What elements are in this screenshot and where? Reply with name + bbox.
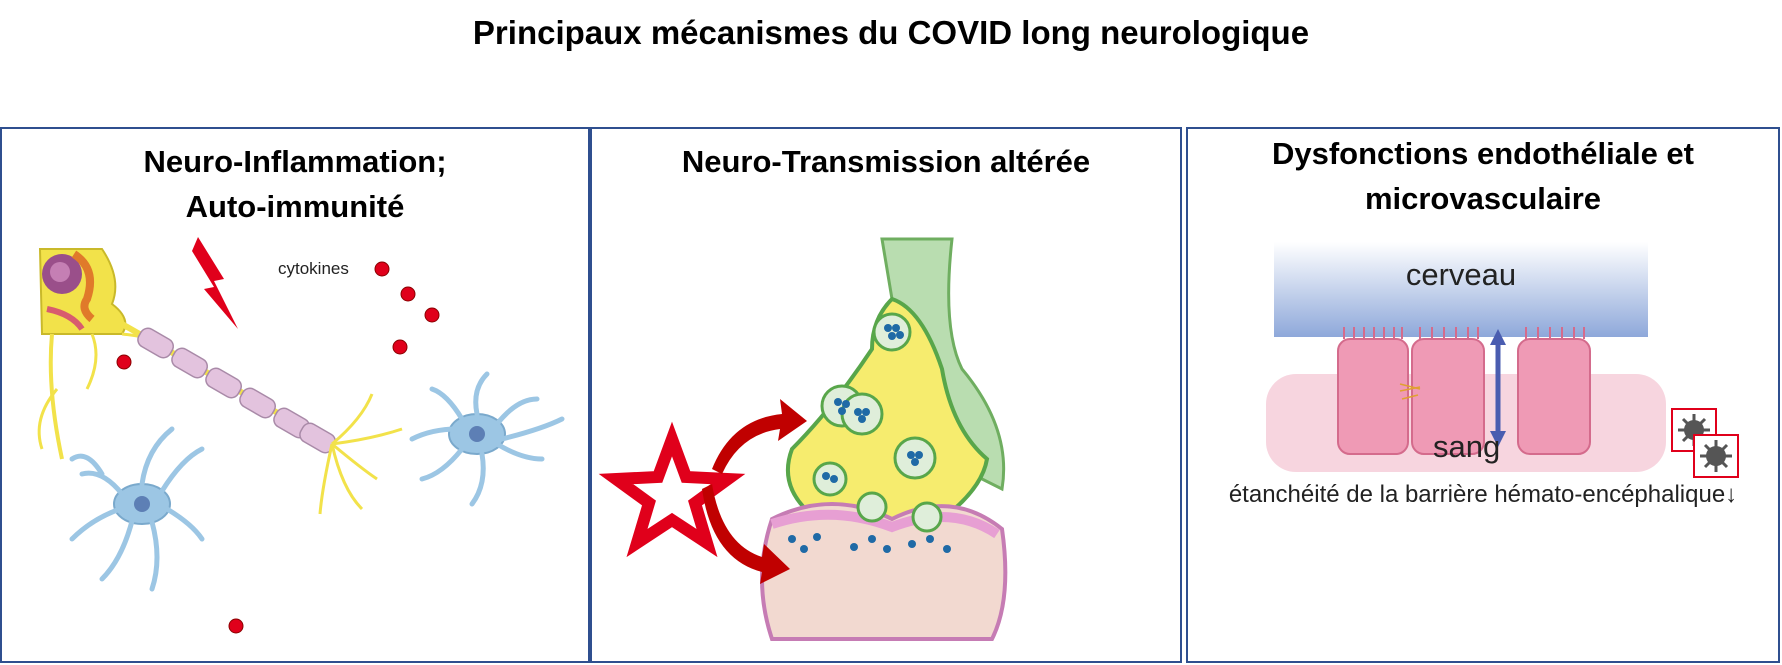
brain-band [1274,242,1648,337]
astrocyte-right [409,371,565,507]
panel-endothelial: Dysfonctions endothéliale et microvascul… [1186,127,1780,663]
cytokine-dot [424,307,440,323]
astrocyte-left [69,426,205,592]
cytokine-dot [400,286,416,302]
panel-neuro-inflammation: Neuro-Inflammation; Auto-immunité [0,127,590,663]
sang-label: sang [1433,429,1501,464]
panel-neuro-transmission: Neuro-Transmission altérée [590,127,1182,663]
panel-title-1: Neuro-Inflammation; Auto-immunité [143,144,447,224]
figure-title: Principaux mécanismes du COVID long neur… [472,14,1310,51]
bbb-caption: étanchéité de la barrière hémato-encépha… [1228,481,1738,508]
endothelial-cell [1517,338,1591,455]
lightning-icon [192,237,238,329]
cytokine-dot [228,618,244,634]
double-arrow-icon [1490,329,1506,447]
cerveau-label: cerveau [1405,257,1517,292]
panel-title-2: Neuro-Transmission altérée [681,144,1091,179]
postsynaptic-terminal [760,502,1008,641]
synapse-illustration [598,237,1008,641]
cytokine-dot [392,339,408,355]
myelinated-axon [120,321,403,515]
cytokine-dots [116,261,440,634]
cytokines-label: cytokines [278,259,349,278]
curved-arrows [702,399,807,584]
blood-brain-barrier-illustration [1266,242,1739,478]
cytokine-dot [374,261,390,277]
cytokine-dot [116,354,132,370]
endothelial-cell [1337,338,1409,455]
star-icon [598,421,746,558]
virus-icon [1693,434,1739,478]
panel-title-3: Dysfonctions endothéliale et microvascul… [1271,136,1694,216]
neuroinflammation-illustration [37,237,565,634]
